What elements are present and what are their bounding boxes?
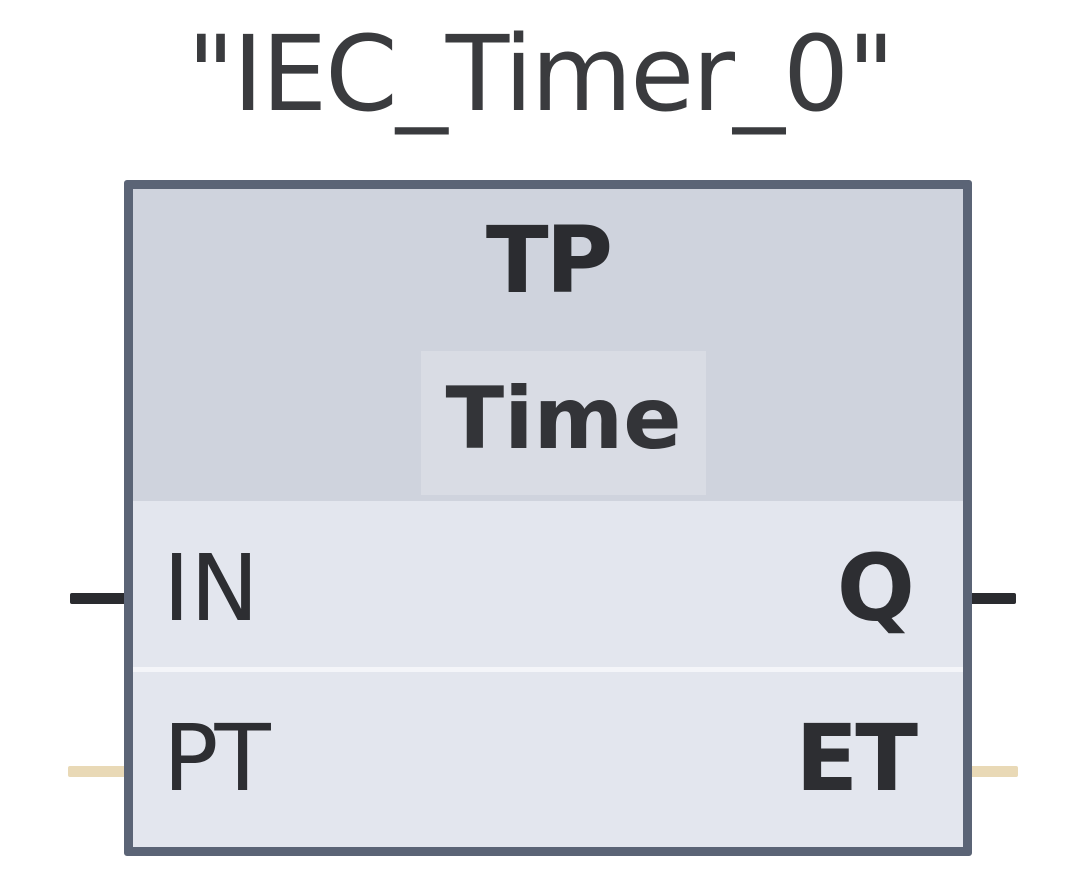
in-connection-line[interactable] <box>70 593 132 604</box>
data-type-label: Time <box>445 369 682 469</box>
row-divider <box>133 667 963 672</box>
input-pin-pt[interactable]: PT <box>163 705 271 812</box>
input-pin-in[interactable]: IN <box>163 535 259 642</box>
output-pin-et[interactable]: ET <box>795 705 918 812</box>
timer-instance-name[interactable]: "IEC_Timer_0" <box>186 13 895 135</box>
output-pin-q[interactable]: Q <box>836 535 915 642</box>
pt-connection-line[interactable] <box>68 766 130 777</box>
q-connection-line[interactable] <box>966 593 1016 604</box>
timer-function-block[interactable]: TP Time IN Q PT ET <box>124 180 972 856</box>
block-header: TP Time <box>133 189 963 501</box>
block-type-label: TP <box>485 207 613 314</box>
et-connection-line[interactable] <box>966 766 1018 777</box>
data-type-selector[interactable]: Time <box>421 351 706 495</box>
